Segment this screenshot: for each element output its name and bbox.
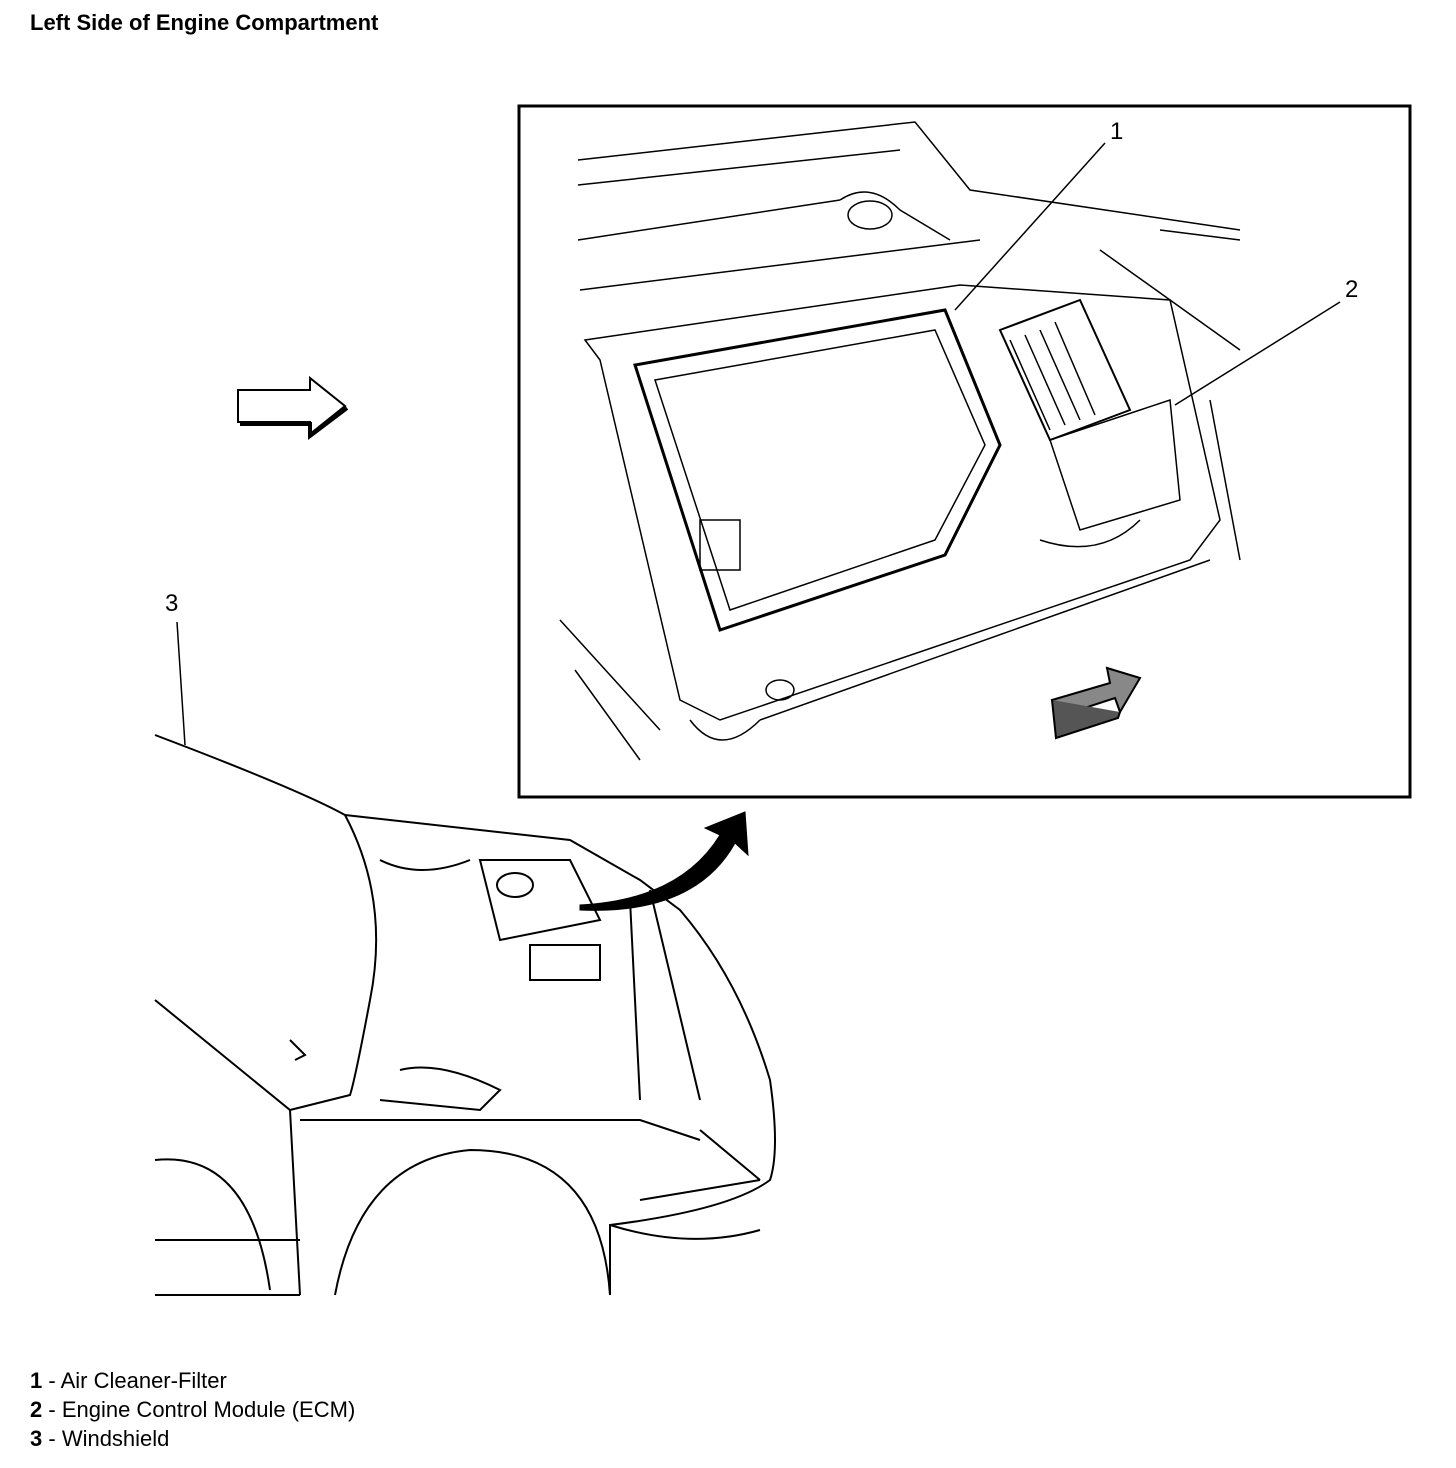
legend-item: 1 - Air Cleaner-Filter	[30, 1368, 227, 1393]
callout-2: 2	[1345, 276, 1359, 303]
vehicle-body-outline	[154, 734, 776, 1296]
inset-detail-view	[559, 121, 1241, 761]
diagram-title: Left Side of Engine Compartment	[30, 10, 379, 35]
callout-2-leader	[1174, 301, 1341, 406]
legend-item: 2 - Engine Control Module (ECM)	[30, 1397, 356, 1422]
callout-1: 1	[1110, 118, 1124, 145]
legend: 1 - Air Cleaner-Filter 2 - Engine Contro…	[30, 1366, 355, 1453]
zoom-reference-arrow	[579, 811, 749, 911]
callout-1-leader	[954, 142, 1106, 311]
air-cleaner-filter-outline	[633, 308, 1002, 632]
callout-3-leader	[176, 621, 186, 746]
detail-inset-frame	[517, 104, 1412, 799]
ecm-outline	[998, 298, 1132, 442]
callout-3: 3	[165, 590, 179, 617]
legend-item: 3 - Windshield	[30, 1426, 170, 1451]
